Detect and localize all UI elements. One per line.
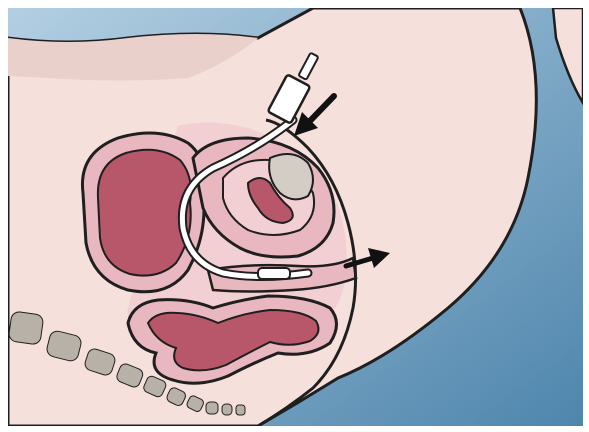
illustration-frame [8,8,583,426]
catheter-tip [258,268,290,279]
anatomy-illustration [8,8,583,426]
